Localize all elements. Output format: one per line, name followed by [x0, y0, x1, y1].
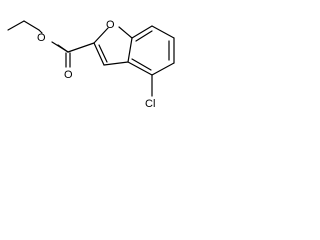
- ester-oxygen-label: O: [37, 32, 46, 44]
- bond-c7a-c7: [131, 25, 153, 39]
- bond-ch2-o: [23, 20, 40, 31]
- structure-diagram: O O O Cl: [7, 19, 175, 110]
- ring-oxygen-label: O: [106, 19, 115, 31]
- bond-carbonyl-c2: [67, 42, 95, 53]
- bond-c7a-c7-double: [135, 30, 153, 42]
- bond-c2-o1: [93, 27, 109, 44]
- bond-o-ch2: [38, 29, 43, 34]
- bond-c5-c4: [151, 62, 175, 76]
- bond-carbonyl-ester-o: [57, 44, 69, 53]
- chlorine-label: Cl: [145, 98, 155, 110]
- bond-c3-c3a: [103, 61, 129, 66]
- bond-c4-c3a: [127, 61, 153, 76]
- bond-o1-c7a: [118, 26, 133, 39]
- bond-c4-c3a-double: [131, 58, 152, 71]
- molecule-canvas: O O O Cl: [0, 0, 202, 126]
- bond-c7-c6: [151, 25, 175, 39]
- bond-c2-c3-double: [98, 44, 108, 63]
- bond-c2-c3: [93, 42, 105, 66]
- bond-c3a-c7a: [127, 37, 133, 63]
- carbonyl-oxygen-label: O: [64, 69, 73, 81]
- bond-ch3-ch2: [7, 20, 25, 31]
